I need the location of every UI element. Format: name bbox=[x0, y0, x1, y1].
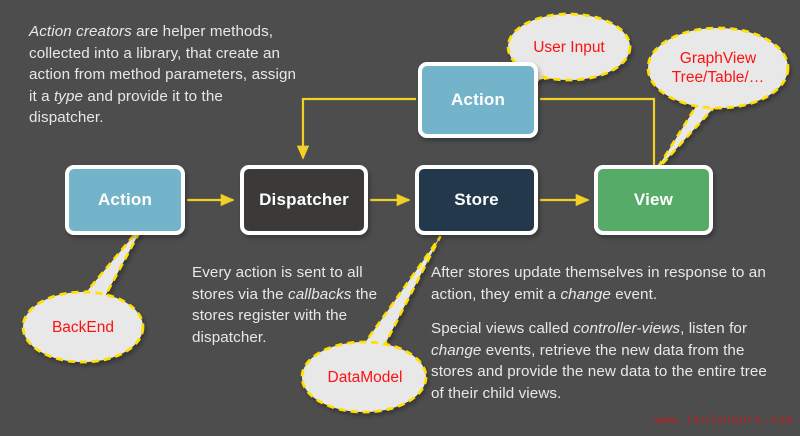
emphasis-text: Action creators bbox=[29, 23, 132, 40]
paragraph-special-views: Special views called controller-views, l… bbox=[431, 318, 783, 404]
plain-text: After stores update themselves in respon… bbox=[431, 264, 771, 303]
watermark: www.lanlanwork.com bbox=[655, 415, 794, 427]
node-action-left-label: Action bbox=[97, 190, 153, 209]
node-view[interactable]: View bbox=[594, 165, 713, 235]
node-action-left[interactable]: Action bbox=[65, 165, 185, 235]
emphasis-text: type bbox=[53, 87, 84, 105]
node-view-label: View bbox=[633, 190, 674, 209]
node-store-label: Store bbox=[454, 190, 499, 209]
emphasis-text: change bbox=[431, 341, 482, 359]
plain-text: Every action is sent to all stores via t… bbox=[192, 264, 368, 303]
node-action-top-label: Action bbox=[450, 90, 506, 109]
callout-graphview-body bbox=[646, 26, 790, 110]
callout-graphview[interactable] bbox=[646, 26, 790, 174]
paragraph-every-action: Every action is sent to all stores via t… bbox=[192, 262, 407, 348]
plain-text: event. bbox=[610, 285, 658, 303]
plain-text: events, retrieve the new data from the s… bbox=[431, 341, 772, 402]
emphasis-text: controller-views bbox=[573, 320, 681, 337]
callout-label-graphview[interactable]: GraphView Tree/Table/… bbox=[648, 28, 788, 108]
callout-datamodel[interactable] bbox=[300, 235, 442, 414]
plain-text: the stores register with the dispatcher. bbox=[192, 285, 382, 346]
callout-label-user-input[interactable]: User Input bbox=[508, 14, 630, 80]
node-store[interactable]: Store bbox=[415, 165, 538, 235]
callout-user-input-body bbox=[506, 12, 632, 82]
plain-text: and provide it to the dispatcher. bbox=[29, 87, 228, 127]
paragraph-after-stores: After stores update themselves in respon… bbox=[431, 262, 781, 305]
plain-text: Special views called bbox=[431, 320, 574, 337]
node-dispatcher[interactable]: Dispatcher bbox=[240, 165, 368, 235]
callout-graphview-tail bbox=[653, 98, 720, 174]
callout-label-datamodel-text: DataModel bbox=[327, 368, 403, 386]
node-action-top[interactable]: Action bbox=[418, 62, 538, 138]
arrow-action-top-to-dispatcher bbox=[296, 97, 416, 160]
callout-backend-body bbox=[21, 290, 145, 364]
plain-text: are helper methods, collected into a lib… bbox=[29, 23, 301, 105]
callout-label-backend-text: BackEnd bbox=[51, 318, 115, 336]
callout-label-datamodel[interactable]: DataModel bbox=[303, 342, 427, 412]
line-action-top-to-view bbox=[540, 97, 656, 165]
emphasis-text: callbacks bbox=[288, 285, 352, 303]
paragraph-action-creators: Action creators are helper methods, coll… bbox=[29, 21, 299, 129]
callout-datamodel-body bbox=[300, 340, 428, 414]
emphasis-text: change bbox=[560, 285, 611, 303]
callout-label-user-input-text: User Input bbox=[533, 38, 605, 56]
callout-label-backend[interactable]: BackEnd bbox=[24, 292, 142, 362]
plain-text: , listen for bbox=[680, 320, 752, 337]
callout-backend[interactable] bbox=[21, 220, 147, 364]
callout-label-graphview-text: GraphView Tree/Table/… bbox=[671, 50, 765, 86]
callout-datamodel-tail bbox=[360, 235, 442, 352]
node-dispatcher-label: Dispatcher bbox=[259, 190, 349, 209]
